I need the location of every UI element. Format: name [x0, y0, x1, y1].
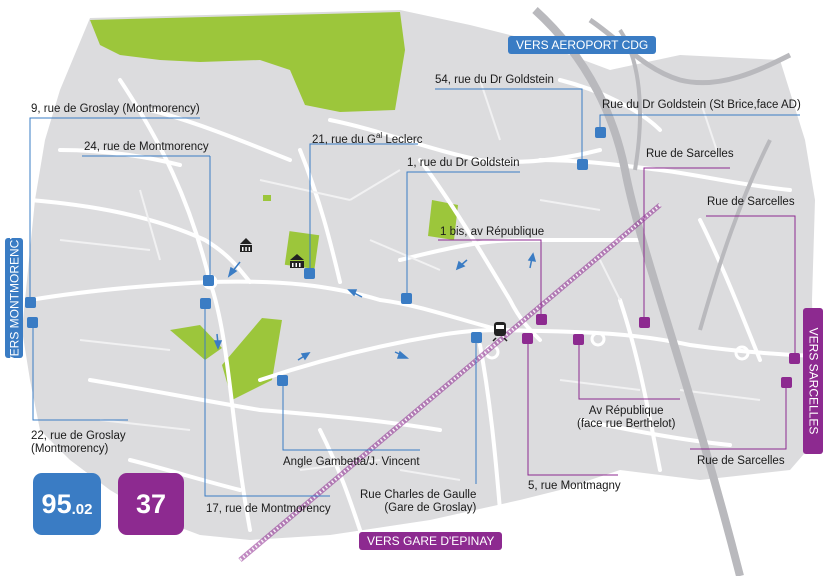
stop-label-line: (Montmorency): [31, 443, 109, 455]
route-badge-9502-suffix: .02: [71, 500, 93, 518]
direction-tag-aeroport: VERS AEROPORT CDG: [508, 36, 657, 54]
direction-tag-sarcelles-text: VERS SARCELLES: [806, 327, 820, 435]
stop-label-superscript: al: [375, 131, 383, 140]
stop-label: Rue de Sarcelles: [646, 148, 734, 160]
direction-tag-montmorency-text: VERS MONTMORENCY: [7, 231, 21, 365]
stop-label: 1 bis, av République: [440, 226, 545, 238]
stop-label-line: Rue Charles de Gaulle: [360, 489, 477, 501]
street-minor: [59, 79, 761, 481]
town-hall-icon: [290, 254, 304, 268]
stop-label: 17, rue de Montmorency: [206, 503, 331, 515]
stop-label: Rue de Sarcelles: [697, 455, 785, 467]
roundabout: [590, 331, 606, 347]
stop-label: Angle Gambetta/J. Vincent: [283, 456, 420, 468]
roundabout: [734, 345, 750, 361]
stop-label: Rue de Sarcelles: [707, 196, 795, 208]
town-hall-icon: [240, 238, 252, 252]
park-small: [263, 195, 271, 201]
stop-label: Rue du Dr Goldstein (St Brice,face AD): [602, 99, 801, 111]
stop-label: 24, rue de Montmorency: [84, 141, 209, 153]
stop-label: Av République (face rue Berthelot): [577, 405, 675, 431]
stop-label: 21, rue du Gal Leclerc: [312, 129, 422, 147]
park-west: [170, 325, 222, 360]
stop-label-line: Av République: [588, 405, 664, 417]
direction-tag-sarcelles: VERS SARCELLES: [803, 308, 823, 454]
stop-label-part: 21, rue du G: [312, 133, 376, 146]
stop-label: 1, rue du Dr Goldstein: [407, 157, 520, 169]
stop-label-line: (Gare de Groslay): [384, 502, 477, 514]
direction-tag-epinay: VERS GARE D'EPINAY: [359, 532, 503, 550]
railway: [238, 203, 662, 562]
stop-label-line: (face rue Berthelot): [577, 418, 676, 430]
bus-stop-icon[interactable]: [522, 314, 800, 388]
highway-exit: [698, 139, 772, 331]
stop-label: 9, rue de Groslay (Montmorency): [31, 103, 200, 115]
route-badge-37[interactable]: 37: [118, 473, 184, 535]
direction-tag-montmorency: VERS MONTMORENCY: [5, 232, 23, 364]
stop-label-part: Leclerc: [382, 133, 423, 146]
stop-label: 22, rue de Groslay (Montmorency): [31, 430, 126, 456]
bus-stop-icon[interactable]: [25, 127, 606, 386]
stop-label-line: 22, rue de Groslay: [31, 430, 126, 442]
stop-label: Rue Charles de Gaulle (Gare de Groslay): [360, 489, 476, 515]
stop-label: 5, rue Montmagny: [528, 480, 621, 492]
highway: [532, 7, 744, 576]
route-badge-9502-main: 95: [41, 488, 72, 519]
park-north: [90, 12, 405, 112]
route-37-callouts: [438, 167, 796, 476]
direction-arrow-icon: [213, 252, 537, 361]
stop-label: 54, rue du Dr Goldstein: [435, 74, 554, 86]
train-station-icon: [492, 322, 508, 342]
route-badge-9502[interactable]: 95.02: [33, 473, 101, 535]
route-9502-callouts: [29, 88, 800, 497]
park-east: [428, 200, 458, 240]
route-badge-37-text: 37: [135, 488, 167, 519]
